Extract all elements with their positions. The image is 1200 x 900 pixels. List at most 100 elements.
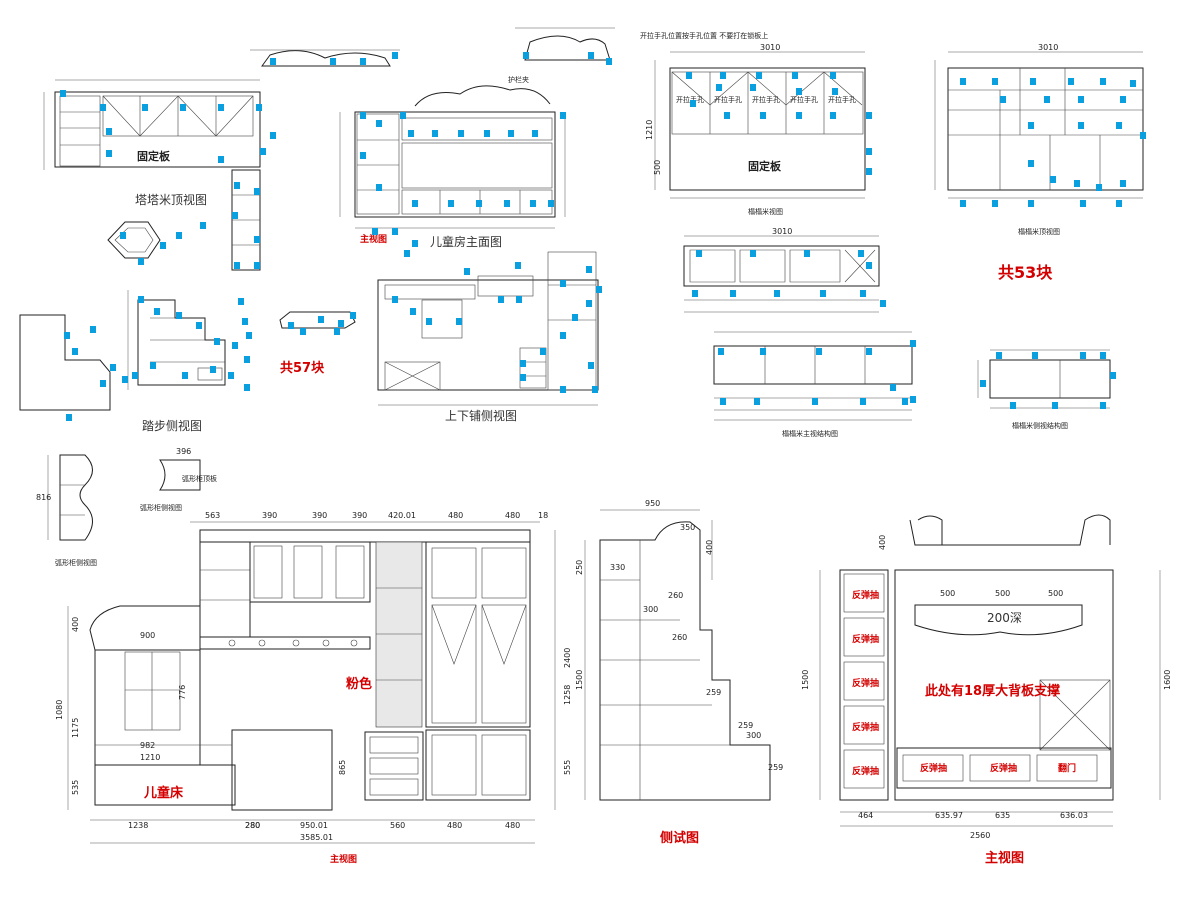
dimension-tag [1140, 132, 1146, 139]
dimension-tag [866, 348, 872, 355]
dimension-tag [832, 88, 838, 95]
dimension-tag [588, 52, 594, 59]
dimension-tag [100, 104, 106, 111]
side-step-dim: 300 [643, 605, 658, 614]
dimension-tag [720, 72, 726, 79]
side-test-title: 侧试图 [660, 830, 699, 846]
small-plank [279, 311, 356, 329]
dimension-tag [72, 348, 78, 355]
dimension-tag [1030, 78, 1036, 85]
dimension-tag [376, 120, 382, 127]
tatami-top-view-title: 榻榻米顶视图 [1018, 227, 1060, 236]
dimension-tag [508, 130, 514, 137]
dimension-tag [866, 262, 872, 269]
right-upper-dim: 500 [1048, 589, 1063, 598]
front-left-title: 主视图 [330, 853, 357, 865]
dimension-tag [760, 112, 766, 119]
bed-width-dim: 900 [140, 631, 155, 640]
kids-room-front-title: 儿童房主面图 [430, 234, 502, 249]
front-left-vert-dim: 535 [71, 780, 80, 795]
dimension-tag [458, 130, 464, 137]
dimension-tag [432, 130, 438, 137]
dimension-tag [244, 384, 250, 391]
main-drawing-tag: 主视图 [360, 233, 387, 245]
front-left-vert-dim: 400 [71, 617, 80, 632]
dimension-tag [1130, 80, 1136, 87]
drawer-label-2: 反弹抽 [852, 633, 879, 645]
misc-dim: 865 [338, 760, 347, 775]
bunk-side-drawing: 上下铺侧视图 [377, 251, 599, 423]
front-top-dim: 18 [538, 511, 548, 520]
right-front-view-drawing: 反弹抽 反弹抽 反弹抽 反弹抽 反弹抽 反弹抽 反弹抽 翻门 200深 此处有1… [819, 514, 1161, 866]
handle-hole-5: 开拉手孔 [828, 95, 856, 104]
front-right-vert-dim: 2400 [563, 648, 572, 668]
side-top-dim: 350 [680, 523, 695, 532]
dimension-tag [902, 398, 908, 405]
dimension-tag [154, 308, 160, 315]
front-right-title: 主视图 [985, 850, 1024, 866]
handle-hole-2: 开拉手孔 [714, 95, 742, 104]
handle-hole-4: 开拉手孔 [790, 95, 818, 104]
dimension-tag-markers [60, 52, 1146, 421]
dimension-tag [720, 398, 726, 405]
dimension-tag [1010, 402, 1016, 409]
tatami-height-dim: 1210 [645, 120, 654, 140]
right-vert-dim: 400 [878, 535, 887, 550]
dimension-tag [718, 348, 724, 355]
tatami-top-right-drawing: 榻榻米顶视图 [934, 51, 1144, 236]
right-upper-dim: 500 [940, 589, 955, 598]
dimension-tag [196, 322, 202, 329]
tatami-front-view-drawing: 开拉手孔 开拉手孔 开拉手孔 开拉手孔 开拉手孔 固定板 榻榻米视图 [654, 51, 866, 216]
dimension-tag [372, 228, 378, 235]
dimension-tag [1032, 352, 1038, 359]
dimension-tag [122, 376, 128, 383]
tatami-width-dim: 3010 [760, 43, 780, 52]
dimension-tag [548, 200, 554, 207]
dimension-tag [90, 326, 96, 333]
dimension-tag [560, 332, 566, 339]
dimension-tag [300, 328, 306, 335]
dimension-tag [254, 236, 260, 243]
pink-label: 粉色 [346, 676, 372, 692]
dimension-tag [110, 364, 116, 371]
dimension-tag [1028, 122, 1034, 129]
dimension-tag [1100, 352, 1106, 359]
side-step-dim: 300 [746, 731, 761, 740]
front-bottom-dim: 280 [245, 821, 260, 830]
dimension-tag [596, 286, 602, 293]
dimension-tag [120, 232, 126, 239]
dimension-tag [756, 72, 762, 79]
handle-note: 开拉手孔位置按手孔位置 不要打在锁板上 [640, 31, 768, 40]
front-top-dim: 480 [448, 511, 463, 520]
dimension-tag [830, 112, 836, 119]
dimension-tag [404, 250, 410, 257]
dimension-tag [516, 296, 522, 303]
guardrail-label: 护栏夹 [508, 75, 529, 84]
dimension-tag [200, 222, 206, 229]
dimension-tag [408, 130, 414, 137]
dimension-tag [138, 296, 144, 303]
dimension-tag [234, 262, 240, 269]
tatami-front-struct-drawing: 榻榻米主视结构图 [683, 235, 913, 438]
right-upper-dim: 500 [995, 589, 1010, 598]
dimension-tag [100, 380, 106, 387]
dimension-tag [866, 168, 872, 175]
right-bottom-dim: 464 [858, 811, 873, 820]
dimension-tag [318, 316, 324, 323]
curved-side-drawing: 816 弧形柜侧视图 396 弧形柜顶板 弧形柜侧视图 [36, 447, 217, 567]
drawer-label-3: 反弹抽 [852, 677, 879, 689]
dimension-tag [426, 318, 432, 325]
dimension-tag [588, 362, 594, 369]
dimension-tag [696, 250, 702, 257]
dimension-tag [686, 72, 692, 79]
dimension-tag [254, 188, 260, 195]
curved-side-title: 弧形柜侧视图 [55, 558, 97, 567]
side-step-dim: 330 [610, 563, 625, 572]
guardrail-shapes [250, 27, 615, 67]
dimension-tag [338, 320, 344, 327]
front-bottom-dim: 950.01 [300, 821, 328, 830]
dimension-tag [218, 104, 224, 111]
front-top-dim: 563 [205, 511, 220, 520]
dimension-tag [232, 342, 238, 349]
